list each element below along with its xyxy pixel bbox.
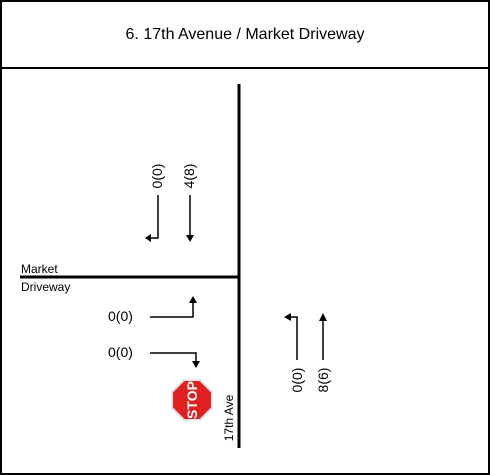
17th-ave-label: 17th Ave (222, 394, 236, 442)
volume-eastbound-right: 0(0) (108, 344, 133, 360)
diagram-title: 6. 17th Avenue / Market Driveway (125, 25, 365, 43)
southbound-right-arrow (145, 195, 159, 242)
northbound-through-arrow (319, 313, 327, 360)
market-driveway-label-line2: Driveway (21, 280, 71, 294)
eastbound-right-arrow (150, 352, 200, 368)
stop-sign-text: STOP (184, 381, 200, 419)
volume-northbound-left: 0(0) (289, 367, 305, 393)
volume-southbound-right: 0(0) (149, 163, 165, 189)
volume-northbound-through: 8(6) (315, 367, 331, 393)
northbound-left-arrow (284, 313, 298, 360)
stop-sign (171, 379, 213, 421)
volume-southbound-through: 4(8) (181, 163, 197, 189)
market-driveway-label-line1: Market (21, 262, 58, 276)
eastbound-left-arrow (150, 296, 197, 318)
volume-eastbound-left: 0(0) (108, 308, 133, 324)
southbound-through-arrow (186, 195, 194, 242)
